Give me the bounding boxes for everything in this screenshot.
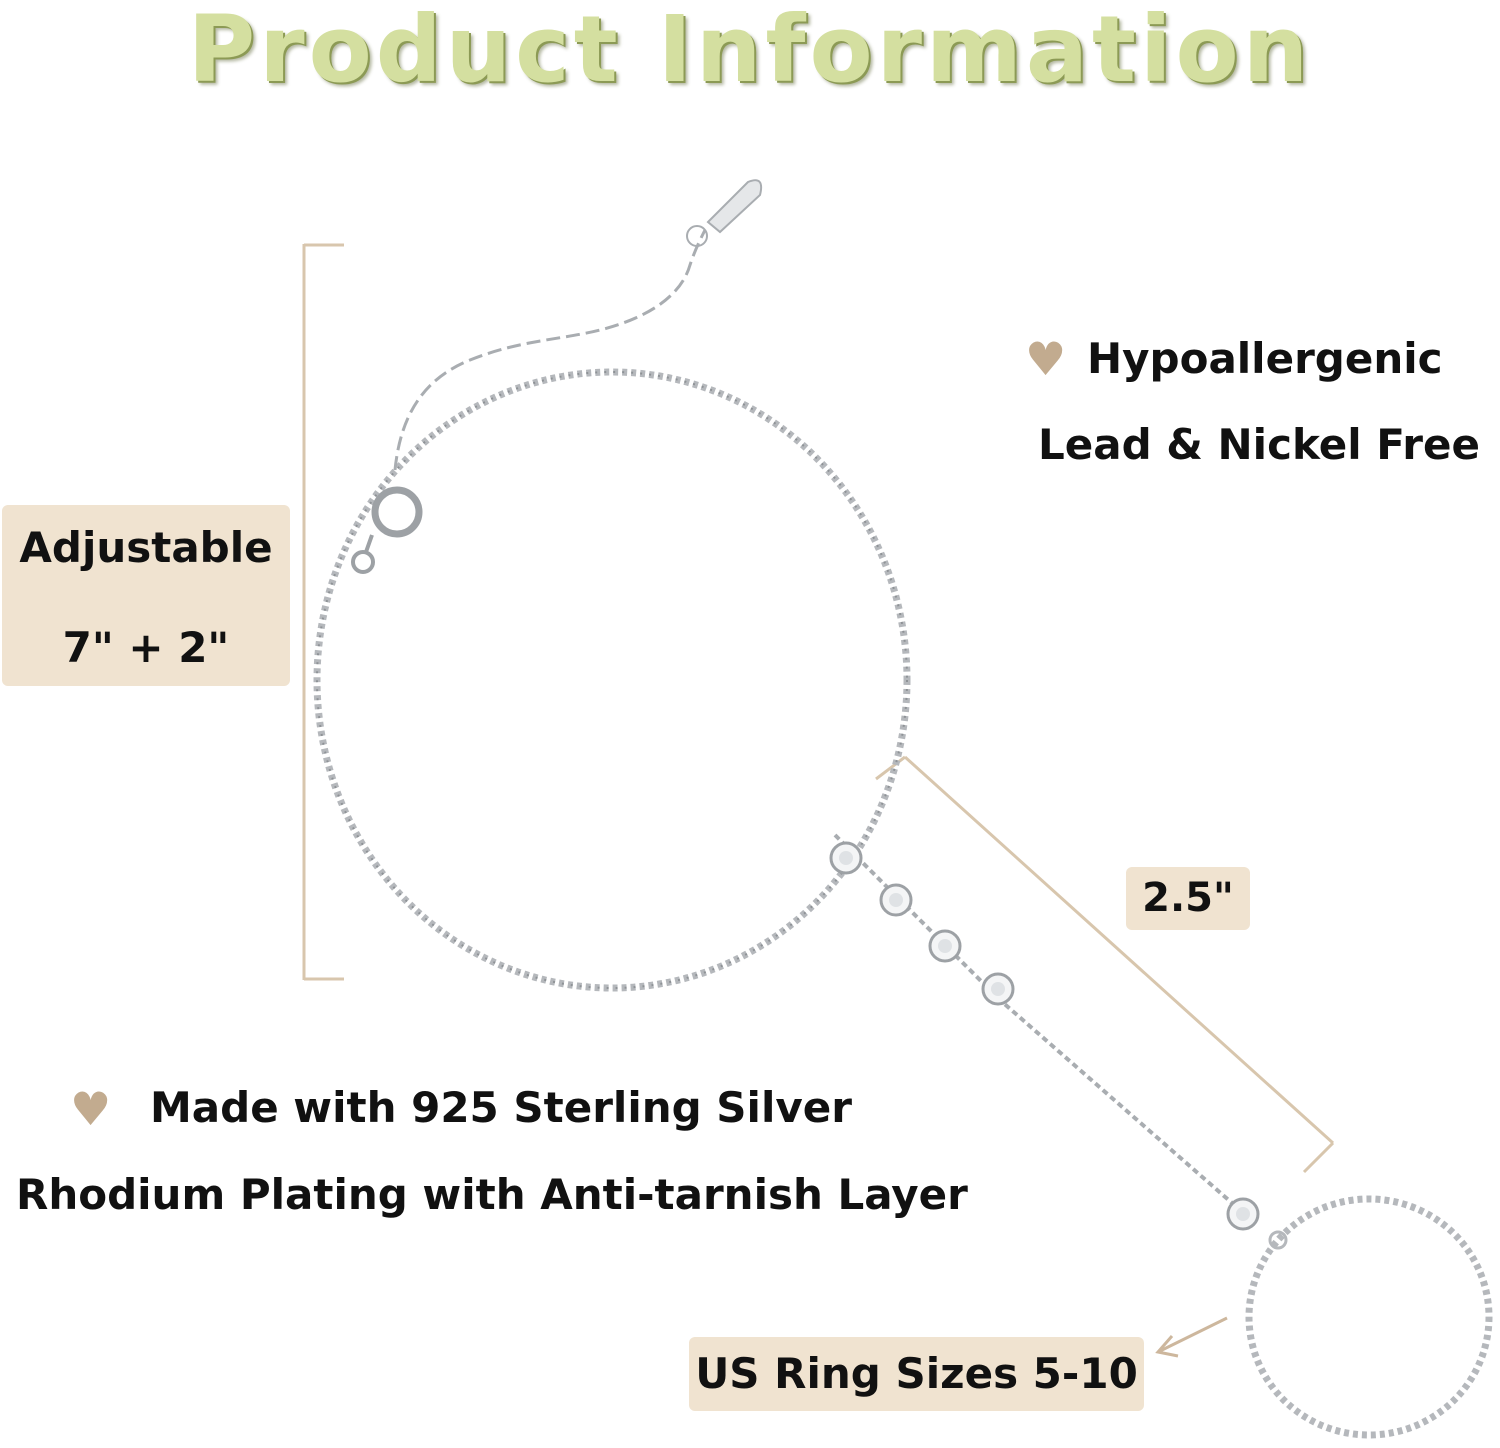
plating-description: Rhodium Plating with Anti-tarnish Layer (16, 1170, 968, 1219)
ring-sizes-label: US Ring Sizes 5-10 (689, 1337, 1144, 1411)
bracelet-chain (313, 368, 911, 992)
hypoallergenic-heading: Hypoallergenic (1087, 334, 1443, 383)
adjustable-label: Adjustable 7" + 2" (2, 505, 290, 686)
spring-clasp (351, 486, 423, 574)
lead-nickel-free: Lead & Nickel Free (1038, 420, 1480, 469)
page-title: Product Information (187, 0, 1313, 103)
heart-icon: ♥ (1025, 332, 1067, 386)
silver-tag (686, 179, 763, 247)
length-bracket (302, 243, 344, 981)
extender-chain (393, 229, 707, 471)
finger-chain-length: 2.5" (1126, 867, 1250, 930)
finger-ring (1245, 1195, 1493, 1439)
finger-chain-bracket (875, 755, 1335, 1174)
ring-pointer-arrow (1155, 1316, 1228, 1358)
heart-icon: ♥ (70, 1082, 112, 1136)
bracelet-length: 7" + 2" (62, 623, 230, 672)
adjustable-text: Adjustable (19, 523, 273, 572)
material-heading: Made with 925 Sterling Silver (150, 1083, 852, 1132)
